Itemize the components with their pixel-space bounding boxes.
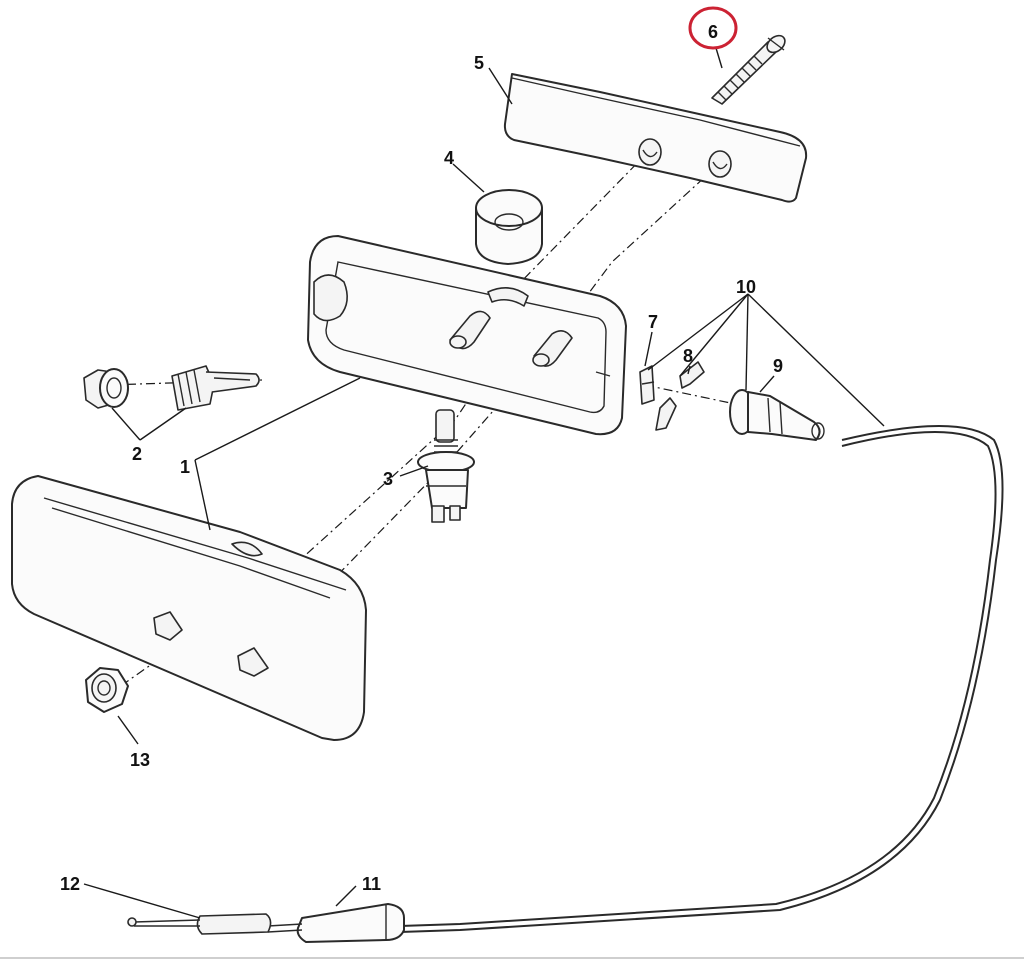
label-1: 1 [180,457,190,477]
part-6-screw[interactable] [711,32,788,105]
part-3-switch[interactable] [417,409,475,523]
part-13-nut[interactable] [85,667,129,713]
part-1-housing[interactable] [307,235,627,436]
part-11-cable[interactable] [296,425,1004,943]
label-6: 6 [708,22,718,42]
part-2-bushing[interactable] [83,368,129,409]
part-8-clip[interactable] [655,361,705,431]
label-12: 12 [60,874,80,894]
label-2: 2 [132,444,142,464]
label-3: 3 [383,469,393,489]
label-11: 11 [362,874,381,894]
label-4: 4 [444,148,454,168]
part-12-cable-end[interactable] [127,913,303,935]
label-10: 10 [736,277,756,297]
highlight-circle [688,6,738,50]
label-5: 5 [474,53,484,73]
part-2-socket[interactable] [171,365,260,411]
part-number-labels: 1 2 3 4 5 6 7 8 9 10 11 12 13 [60,22,783,894]
label-7: 7 [648,312,658,332]
part-5-strip[interactable] [503,73,808,203]
part-4-cap[interactable] [475,189,543,265]
label-13: 13 [130,750,150,770]
leader-lines [83,47,885,919]
part-1-lens[interactable] [11,475,367,741]
label-8: 8 [683,346,693,366]
label-9: 9 [773,356,783,376]
part-9-grommet[interactable] [729,389,825,441]
part-7-clip[interactable] [639,365,655,405]
